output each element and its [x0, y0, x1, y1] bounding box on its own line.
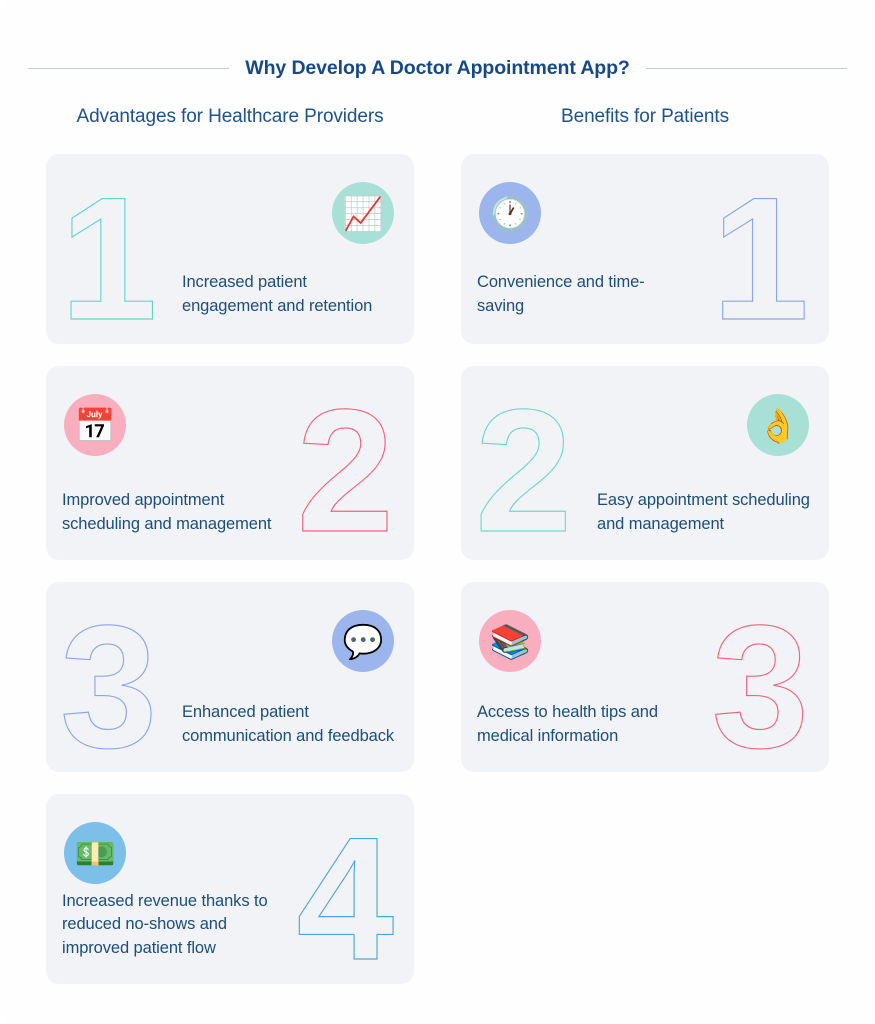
columns-container: Advantages for Healthcare Providers 1 📈 … [0, 106, 875, 1006]
column-title-patients: Benefits for Patients [561, 106, 729, 127]
card-numeral: 4 [296, 802, 394, 984]
card-providers-3[interactable]: 3 💬 Enhanced patient communication and f… [46, 582, 414, 772]
card-patients-3[interactable]: 3 📚 Access to health tips and medical in… [461, 582, 829, 772]
chart-increasing-icon: 📈 [332, 182, 394, 244]
card-text: Convenience and time-saving [477, 273, 645, 315]
banknote-icon: 💵 [64, 822, 126, 884]
divider-left [28, 67, 230, 69]
card-numeral: 1 [59, 162, 157, 344]
card-text: Increased patient engagement and retenti… [182, 273, 373, 315]
page-title: Why Develop A Doctor Appointment App? [245, 56, 630, 79]
divider-right [645, 67, 848, 69]
card-numeral: 2 [474, 374, 572, 560]
card-numeral: 3 [59, 590, 157, 772]
card-patients-1[interactable]: 1 🕐 Convenience and time-saving [461, 154, 829, 344]
card-text: Improved appointment scheduling and mana… [62, 491, 272, 533]
card-text: Easy appointment scheduling and manageme… [597, 491, 810, 533]
card-providers-2[interactable]: 2 📅 Improved appointment scheduling and … [46, 366, 414, 560]
speech-balloon-icon: 💬 [332, 610, 394, 672]
card-patients-2[interactable]: 2 👌 Easy appointment scheduling and mana… [461, 366, 829, 560]
card-numeral: 1 [711, 162, 809, 344]
card-numeral: 3 [711, 590, 809, 772]
card-text: Enhanced patient communication and feedb… [182, 703, 395, 745]
column-patients: Benefits for Patients 1 🕐 Convenience an… [461, 106, 829, 1006]
clock-icon: 🕐 [479, 182, 541, 244]
card-text: Access to health tips and medical inform… [477, 703, 658, 745]
calendar-icon: 📅 [64, 394, 126, 456]
card-text: Increased revenue thanks to reduced no-s… [62, 891, 268, 957]
card-providers-4[interactable]: 4 💵 Increased revenue thanks to reduced … [46, 794, 414, 984]
books-icon: 📚 [479, 610, 541, 672]
header: Why Develop A Doctor Appointment App? [0, 48, 875, 88]
card-numeral: 2 [296, 374, 394, 560]
card-providers-1[interactable]: 1 📈 Increased patient engagement and ret… [46, 154, 414, 344]
column-providers: Advantages for Healthcare Providers 1 📈 … [46, 106, 414, 1006]
column-title-providers: Advantages for Healthcare Providers [76, 106, 384, 127]
ok-hand-icon: 👌 [747, 394, 809, 456]
